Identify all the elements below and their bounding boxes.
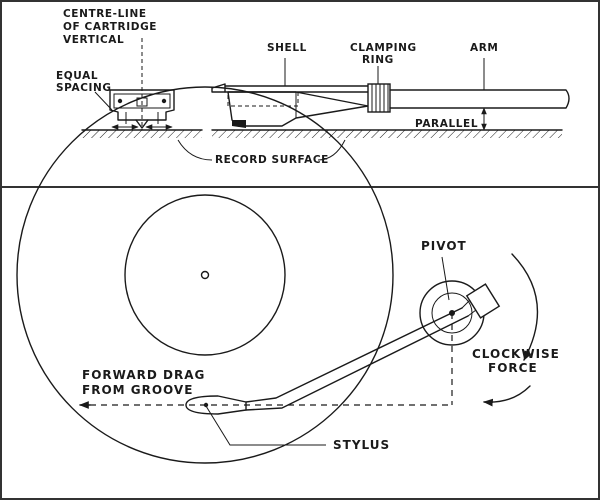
counterweight xyxy=(465,283,501,319)
arm-side-view: SHELL CLAMPING RING ARM PARALLEL xyxy=(211,42,570,138)
arm-tube xyxy=(389,89,570,109)
clockwise-arc-upper xyxy=(511,253,539,361)
label-forward-drag-2: FROM GROOVE xyxy=(82,383,193,397)
record-surface-leader-right xyxy=(317,139,346,161)
stylus-leader xyxy=(205,405,326,446)
arm-collar xyxy=(461,299,477,317)
cartridge-side-body xyxy=(227,91,369,127)
label-forward-drag-1: FORWARD DRAG xyxy=(82,368,205,382)
arm-upper-edge xyxy=(245,307,463,403)
spindle-hole xyxy=(200,270,210,280)
label-pivot: PIVOT xyxy=(421,239,467,253)
cartridge-top-plate xyxy=(113,93,171,109)
arm-lower-edge xyxy=(245,315,469,411)
label-shell: SHELL xyxy=(267,42,307,54)
headshell xyxy=(185,395,247,415)
label-arm: ARM xyxy=(470,42,498,54)
label-clamping-1: CLAMPING xyxy=(350,42,417,54)
label-equal-spacing-2: SPACING xyxy=(56,82,112,94)
cartridge-screw-right xyxy=(161,98,167,104)
label-clockwise: CLOCKWISE xyxy=(472,347,560,361)
label-centre-line-2: OF CARTRIDGE xyxy=(63,21,157,33)
clamping-ring xyxy=(367,83,391,113)
cartridge-front-view: CENTRE-LINE OF CARTRIDGE VERTICAL EQUAL … xyxy=(56,8,203,138)
cartridge-mount-outline xyxy=(227,91,299,107)
record-outer-edge xyxy=(16,86,394,464)
label-centre-line-3: VERTICAL xyxy=(63,34,124,46)
label-record-surface: RECORD SURFACE xyxy=(215,154,329,166)
label-parallel: PARALLEL xyxy=(415,118,478,130)
clockwise-arc-lower xyxy=(483,385,531,407)
label-clamping-2: RING xyxy=(362,54,394,66)
label-centre-line-1: CENTRE-LINE xyxy=(63,8,147,20)
equal-spacing-leader xyxy=(94,91,113,111)
cartridge-screw-left xyxy=(117,98,123,104)
record-label xyxy=(124,194,286,356)
label-force: FORCE xyxy=(488,361,538,375)
record-surface-hatch-right xyxy=(212,130,562,138)
label-stylus: STYLUS xyxy=(333,438,390,452)
record-surface-hatch-left xyxy=(82,130,202,138)
pivot-leader xyxy=(441,256,450,301)
top-panel: CENTRE-LINE OF CARTRIDGE VERTICAL EQUAL … xyxy=(56,8,570,166)
label-equal-spacing-1: EQUAL xyxy=(56,70,98,82)
bottom-panel: PIVOT CLOCKWISE FORCE FORWARD DRAG FROM … xyxy=(16,86,560,464)
record-surface-leader-left xyxy=(177,139,213,161)
cartridge-stylus-block xyxy=(232,120,246,128)
stylus-tip-front xyxy=(135,119,149,129)
